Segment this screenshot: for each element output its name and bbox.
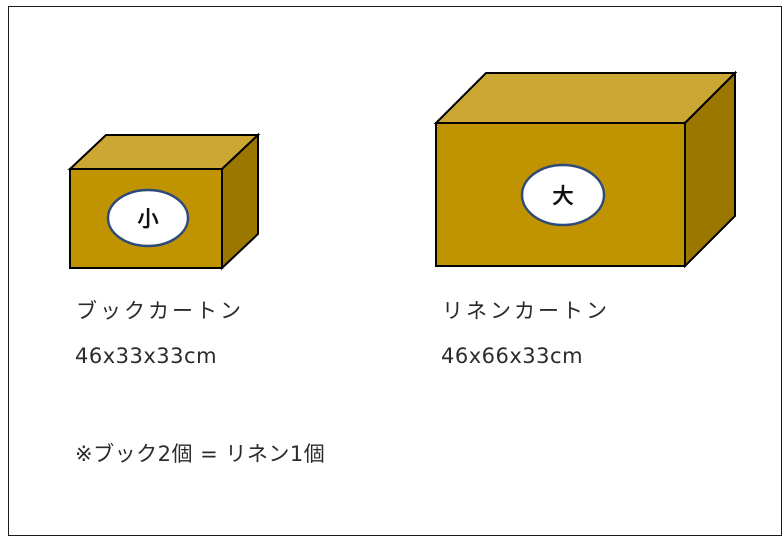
small-carton-badge-label: 小 <box>138 207 159 231</box>
small-carton-size: 46x33x33cm <box>75 344 218 368</box>
large-carton-top <box>433 72 738 124</box>
small-carton-badge <box>106 188 190 248</box>
large-carton-name: リネンカートン <box>442 299 610 323</box>
small-carton-name: ブックカートン <box>76 299 244 323</box>
large-carton-box: 大 <box>433 70 738 269</box>
large-carton-size: 46x66x33cm <box>441 344 584 368</box>
large-carton-badge-label: 大 <box>553 184 574 208</box>
small-carton-box: 小 <box>67 132 261 271</box>
equivalence-note: ※ブック2個 = リネン1個 <box>75 442 326 466</box>
carton-illustration: 小 大 <box>67 70 738 271</box>
large-carton-badge <box>520 163 606 227</box>
